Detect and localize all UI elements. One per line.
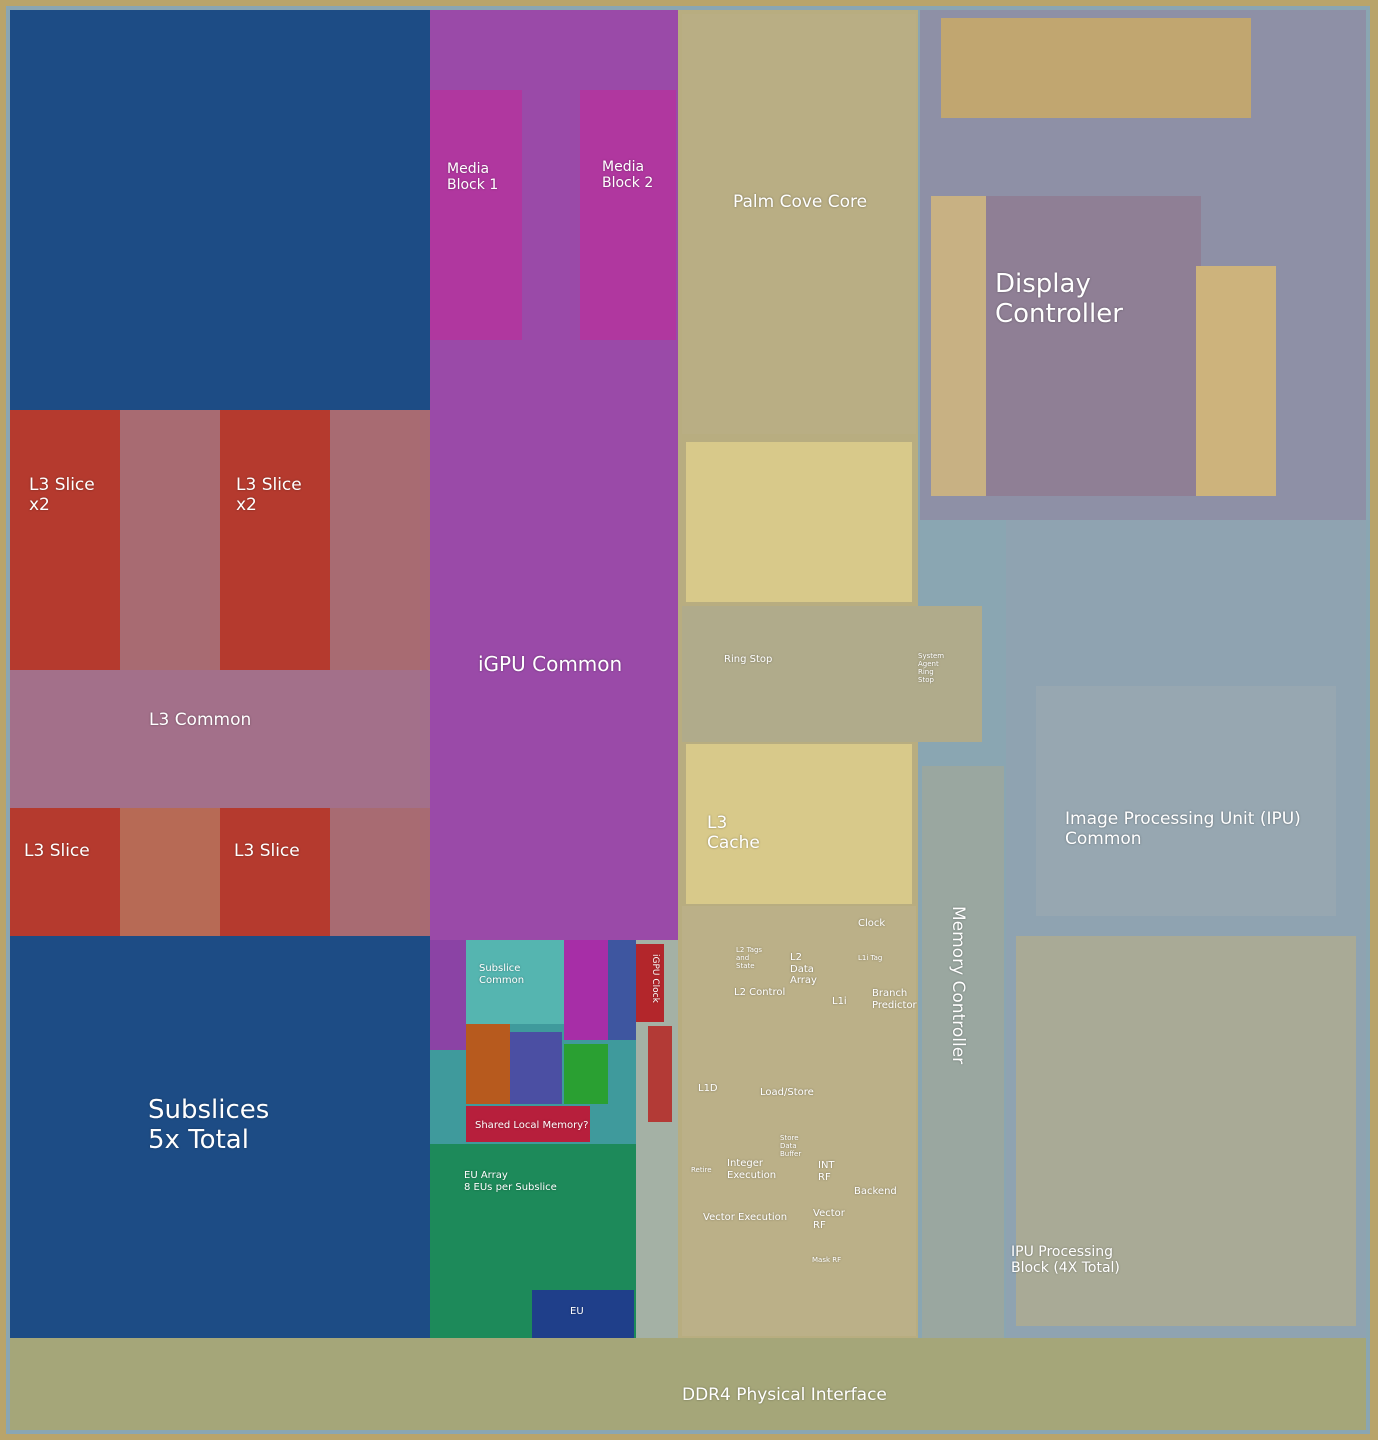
palm-cove-core-top <box>682 14 916 434</box>
subslice-blue-block <box>608 940 636 1040</box>
label-subslice-common: Subslice Common <box>479 963 525 986</box>
label-l3-cache: L3 Cache <box>707 813 760 853</box>
igpu-clock-sram <box>648 1026 672 1122</box>
label-ipu-common: Image Processing Unit (IPU) Common <box>1065 809 1301 849</box>
label-ipu-processing-block: IPU Processing Block (4X Total) <box>1011 1244 1120 1277</box>
media-block-1 <box>430 90 522 340</box>
label-ddr4-interface: DDR4 Physical Interface <box>682 1385 887 1405</box>
label-mask-rf: Mask RF <box>812 1256 842 1264</box>
l3-sram-lower <box>686 744 912 904</box>
cpu-core-bottom <box>682 906 916 1336</box>
subslice-purple-left <box>430 940 466 1050</box>
l3-slice-bottom-mid-right <box>330 808 430 936</box>
l3-slice-left-block <box>10 808 120 936</box>
display-sram-top <box>941 18 1251 118</box>
label-media-block-1: Media Block 1 <box>447 161 499 194</box>
subslice-indigo-block <box>510 1032 562 1104</box>
label-l3-slice-right: L3 Slice <box>234 841 300 861</box>
label-subslices-total: Subslices 5x Total <box>148 1095 270 1155</box>
l3-slice-right-block <box>220 808 330 936</box>
eu-block <box>532 1290 634 1338</box>
label-integer-execution: Integer Execution <box>727 1158 777 1181</box>
die-shot: Media Block 1 Media Block 2 Palm Cove Co… <box>6 6 1370 1434</box>
label-int-rf: INT RF <box>818 1160 835 1183</box>
label-l2-control: L2 Control <box>734 987 786 998</box>
label-eu: EU <box>570 1306 584 1317</box>
label-system-agent-ring-stop: System Agent Ring Stop <box>918 652 945 685</box>
subslices-upper <box>10 10 430 410</box>
label-l3-slice-x2-right: L3 Slice x2 <box>236 475 302 515</box>
label-shared-local-memory: Shared Local Memory? <box>475 1120 589 1131</box>
label-l3-slice-left: L3 Slice <box>24 841 90 861</box>
label-l2-data-array: L2 Data Array <box>790 952 817 986</box>
subslice-green-block <box>564 1044 608 1104</box>
label-igpu-clock: iGPU Clock <box>650 954 660 1003</box>
label-l3-common: L3 Common <box>149 710 252 730</box>
l3-slice-x2-left-block <box>10 410 120 670</box>
label-ring-stop: Ring Stop <box>724 654 773 665</box>
label-vector-rf: Vector RF <box>813 1208 845 1231</box>
label-l1i: L1i <box>832 996 847 1007</box>
label-display-controller: Display Controller <box>995 269 1123 329</box>
memory-controller-strip <box>922 766 1004 1338</box>
display-logic-core <box>981 196 1201 496</box>
label-memory-controller: Memory Controller <box>948 906 968 1065</box>
label-l3-slice-x2-left: L3 Slice x2 <box>29 475 95 515</box>
label-l1d: L1D <box>698 1083 718 1094</box>
display-sram-left <box>931 196 986 496</box>
label-l1i-tag: L1i Tag <box>858 954 883 962</box>
l3-slice-x2-right-block <box>220 410 330 670</box>
l3-slice-mid-right <box>330 410 430 670</box>
label-vector-execution: Vector Execution <box>703 1212 788 1223</box>
label-eu-array: EU Array 8 EUs per Subslice <box>464 1170 557 1193</box>
label-media-block-2: Media Block 2 <box>602 159 654 192</box>
subslice-common-block <box>466 940 564 1024</box>
subslice-orange-block <box>466 1024 510 1104</box>
label-branch-predictor: Branch Predictor <box>872 988 917 1011</box>
subslice-magenta-block <box>564 940 608 1040</box>
l3-sram-upper <box>686 442 912 602</box>
label-backend: Backend <box>854 1186 897 1197</box>
ddr4-physical-interface <box>10 1338 1366 1430</box>
label-l2-tags: L2 Tags and State <box>736 946 763 971</box>
media-block-2 <box>580 90 676 340</box>
shared-local-memory-block <box>466 1106 590 1142</box>
label-store-data-buffer: Store Data Buffer <box>780 1134 802 1159</box>
ipu-common-inner <box>1036 686 1336 916</box>
ipu-sram-blocks <box>1016 936 1356 1326</box>
label-palm-cove-core: Palm Cove Core <box>733 192 868 212</box>
label-clock: Clock <box>858 918 886 929</box>
igpu-clock-block <box>636 944 664 1022</box>
label-load-store: Load/Store <box>760 1087 814 1098</box>
ring-stop-region <box>682 606 982 742</box>
label-igpu-common: iGPU Common <box>478 652 623 676</box>
display-sram-right <box>1196 266 1276 496</box>
l3-slice-mid-left <box>120 410 220 670</box>
label-retire: Retire <box>691 1166 712 1174</box>
subslices-lower <box>10 936 430 1338</box>
l3-slice-bottom-mid-left <box>120 808 220 936</box>
